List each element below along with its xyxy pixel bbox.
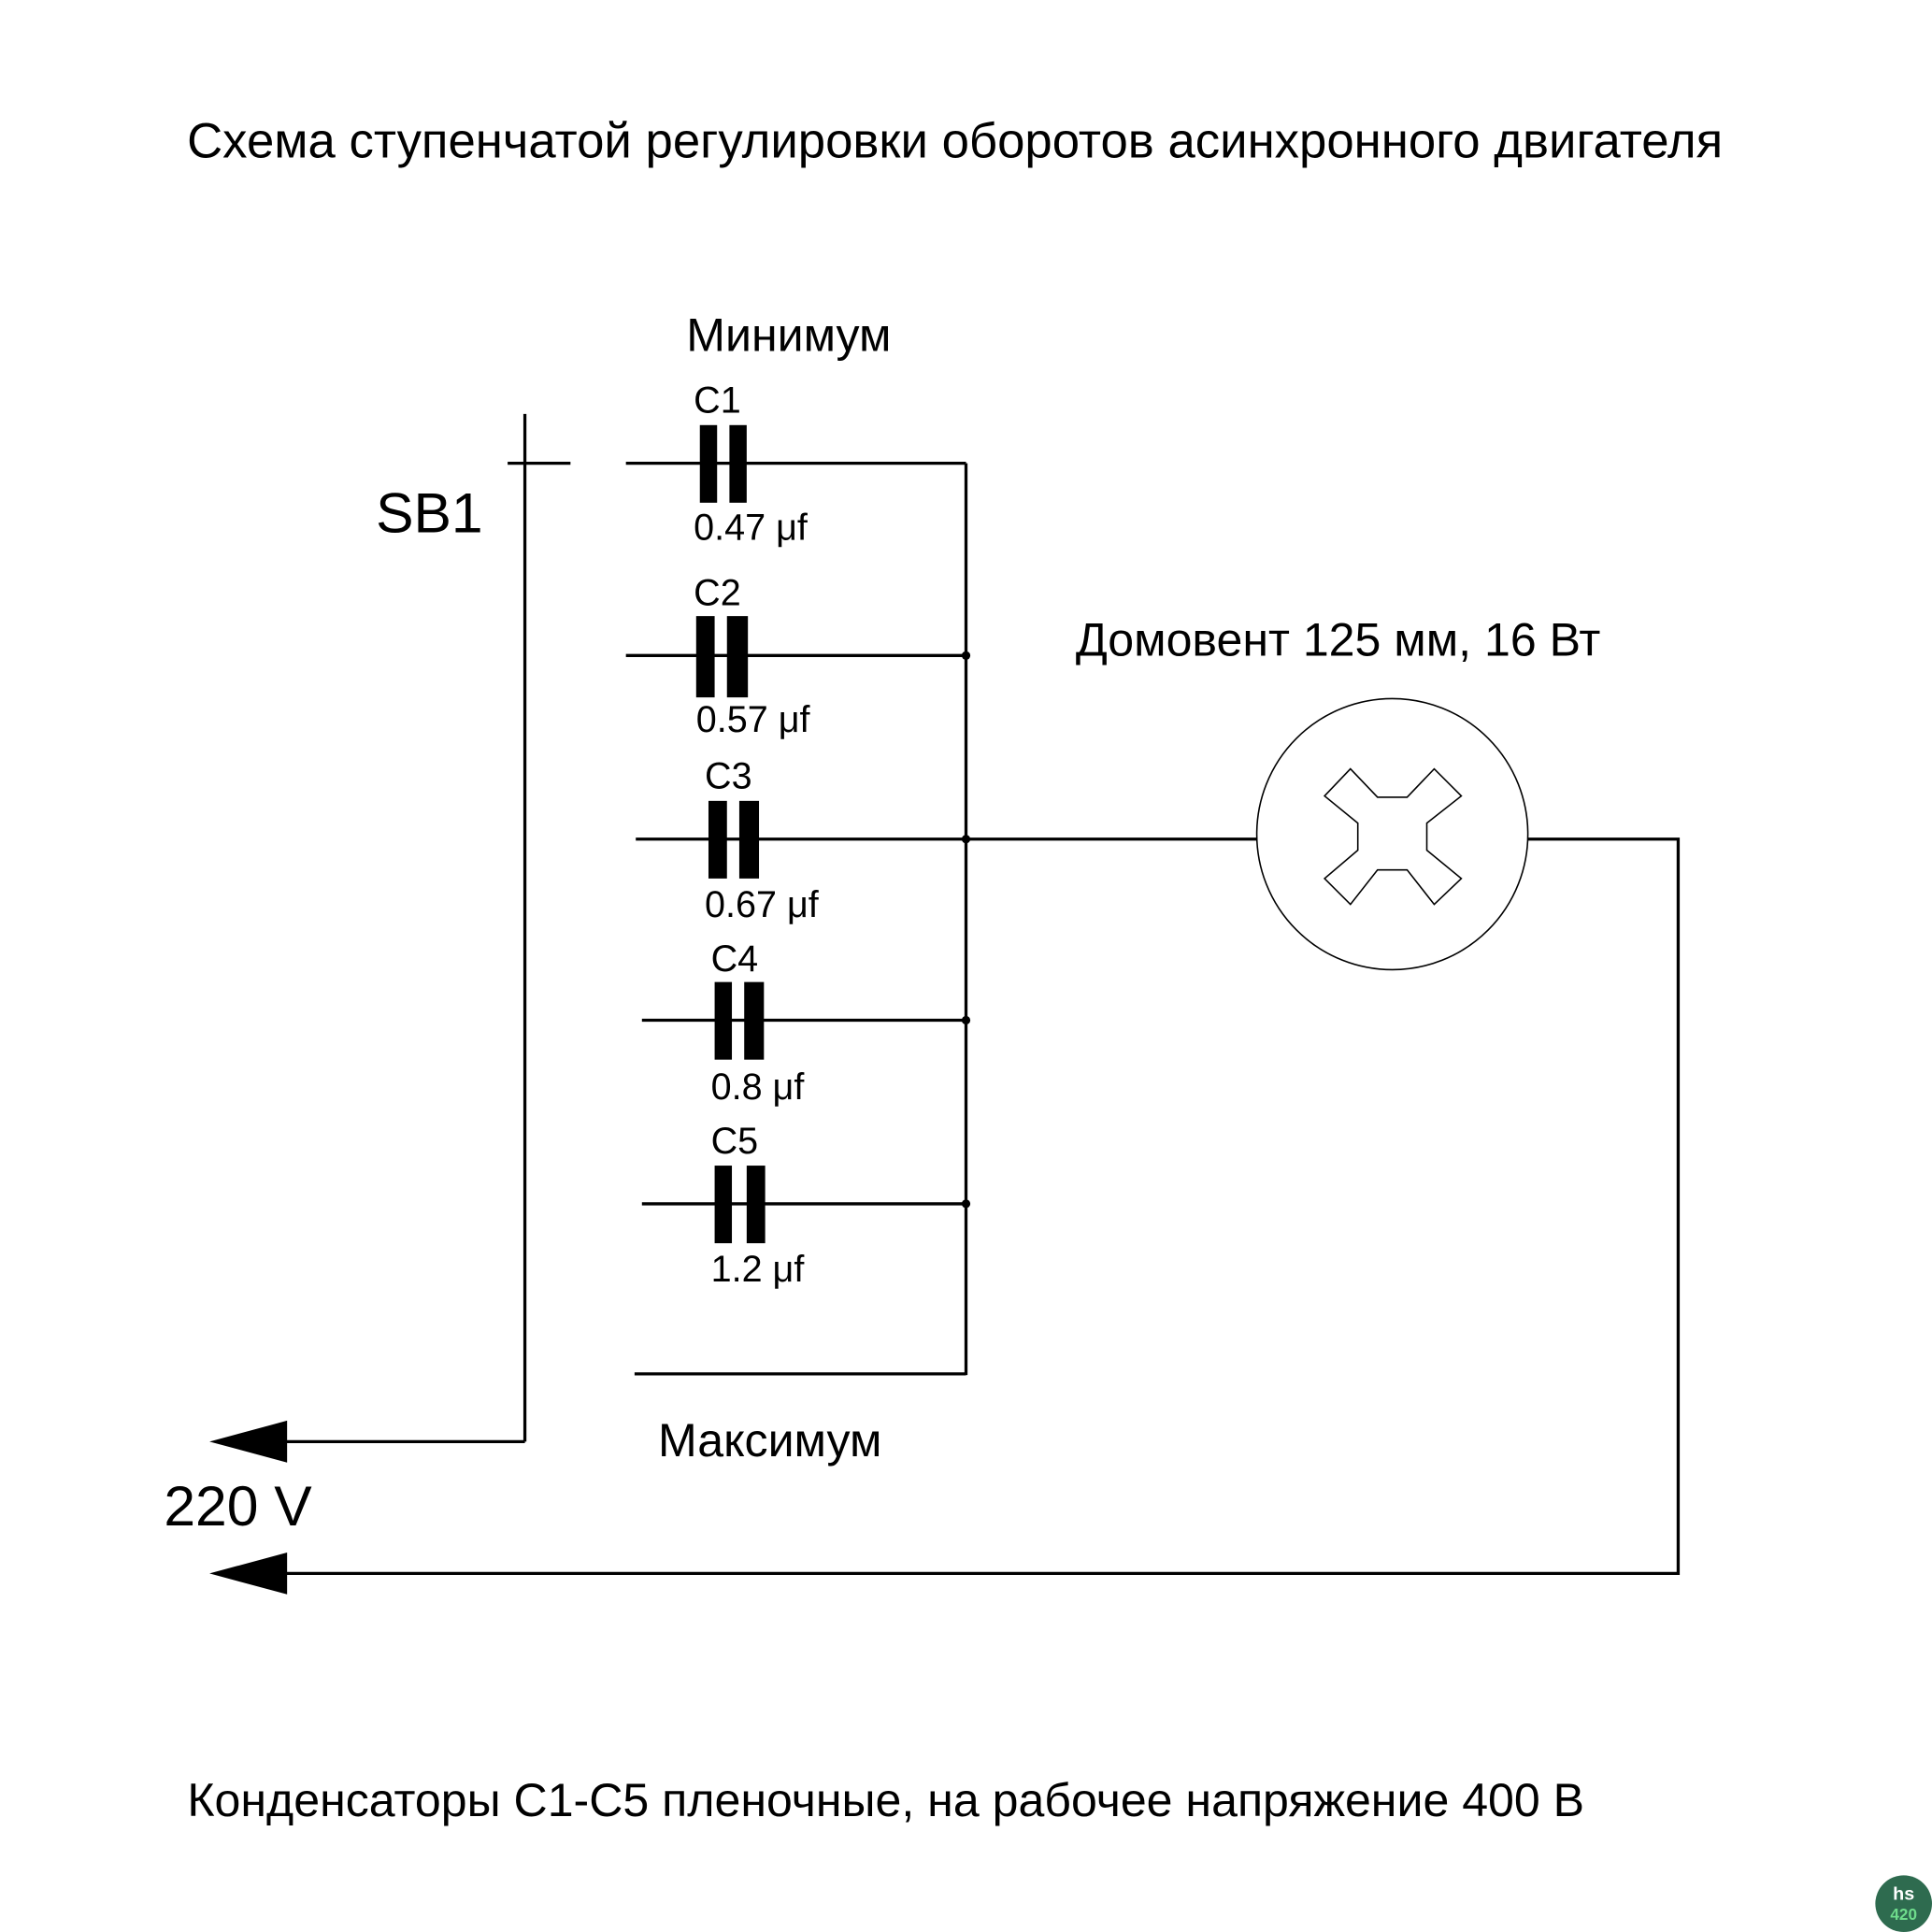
supply-arrow-icon — [209, 1552, 288, 1595]
capacitor-c1: C1 0.47 μf — [625, 380, 966, 548]
svg-text:420: 420 — [1890, 1905, 1917, 1924]
hs420-logo: hs 420 — [1875, 1875, 1932, 1932]
capacitor-name: C2 — [694, 572, 741, 613]
capacitor-value: 0.8 μf — [711, 1066, 806, 1108]
capacitor-name: C4 — [711, 938, 759, 980]
capacitor-c5: C5 1.2 μf — [641, 1121, 966, 1290]
common-bus — [634, 463, 971, 1376]
footnote: Конденсаторы С1-С5 пленочные, на рабочее… — [187, 1774, 1584, 1826]
fan-motor-icon — [1255, 697, 1529, 971]
supply-voltage-label: 220 V — [164, 1474, 312, 1538]
capacitor-value: 0.67 μf — [705, 884, 820, 925]
capacitor-c3: C3 0.67 μf — [636, 756, 1257, 925]
switch-label: SB1 — [376, 480, 483, 544]
minimum-label: Минимум — [686, 309, 891, 362]
supply-arrow-icon — [209, 1420, 288, 1463]
return-wire — [283, 837, 1681, 1576]
capacitor-value: 0.47 μf — [694, 507, 809, 548]
switch-sb1 — [508, 413, 571, 1442]
capacitor-value: 0.57 μf — [696, 699, 811, 740]
maximum-label: Максимум — [658, 1414, 882, 1467]
diagram-title: Схема ступенчатой регулировки оборотов а… — [187, 114, 1723, 169]
capacitor-value: 1.2 μf — [711, 1249, 806, 1290]
capacitor-c4: C4 0.8 μf — [641, 938, 966, 1108]
capacitor-name: C5 — [711, 1121, 759, 1162]
svg-text:hs: hs — [1893, 1884, 1914, 1905]
capacitor-c2: C2 0.57 μf — [625, 572, 966, 740]
capacitor-name: C3 — [705, 756, 752, 797]
motor-label: Домовент 125 мм, 16 Вт — [1076, 613, 1601, 665]
capacitor-name: C1 — [694, 380, 741, 422]
